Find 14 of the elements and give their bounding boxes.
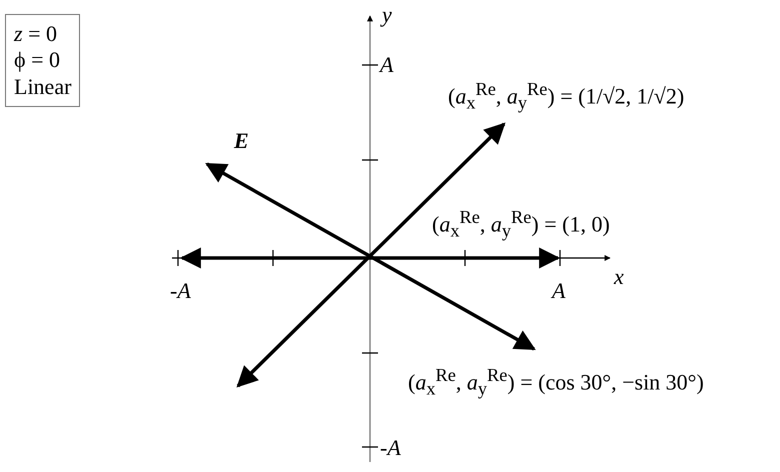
tick-label: -A — [170, 280, 191, 302]
equation-text: (a$_{x}$$^{Re}$, a$_{y}$$^{Re}$) = (cos 30°, −sin 30°) — [408, 366, 704, 398]
axis-label: x — [614, 266, 624, 288]
parameter-box — [5, 14, 80, 108]
axis-label: y — [382, 4, 392, 26]
tick-label: A — [380, 54, 394, 76]
parameter-text: Linear — [14, 74, 72, 100]
vector-label: E — [234, 130, 249, 152]
tick-label: -A — [380, 437, 401, 459]
parameter-text: ϕ = 0 — [14, 47, 61, 74]
equation-text: (a$_{x}$$^{Re}$, a$_{y}$$^{Re}$) = (1/√2, 1/√2) — [448, 80, 684, 112]
tick-label: A — [552, 280, 566, 302]
equation-text: (a$_{x}$$^{Re}$, a$_{y}$$^{Re}$) = (1, 0) — [432, 208, 610, 240]
parameter-text: z = 0 — [14, 21, 58, 48]
